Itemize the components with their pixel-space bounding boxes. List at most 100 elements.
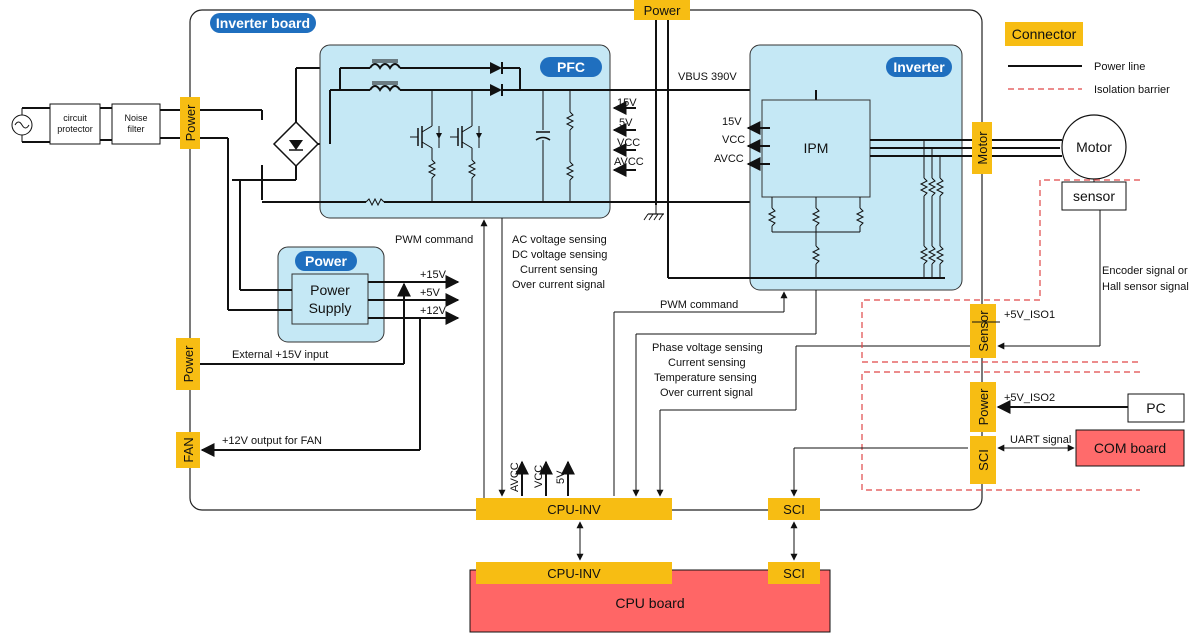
phase-resistor-v1 bbox=[927, 177, 937, 197]
inv-vcc-label: VCC bbox=[722, 134, 745, 146]
phase-resistor-v2 bbox=[927, 245, 937, 265]
circuit-protector-label: circuit bbox=[63, 113, 87, 123]
pfc-title: PFC bbox=[557, 59, 585, 75]
pfc-capacitor-icon bbox=[535, 131, 551, 141]
power-connector-right bbox=[970, 382, 996, 432]
sensor-box bbox=[1061, 181, 1127, 211]
fan-12v-label: +12V output for FAN bbox=[222, 435, 322, 447]
pfc-badge bbox=[540, 57, 602, 77]
sensor-box-label: sensor bbox=[1073, 188, 1115, 204]
com-board-label: COM board bbox=[1094, 440, 1166, 456]
pfc-diode-2 bbox=[490, 84, 502, 96]
phase-resistor-u2 bbox=[919, 245, 929, 265]
cpu-inv-connector-bottom-label: CPU-INV bbox=[547, 566, 601, 581]
inverter-badge bbox=[886, 57, 952, 77]
ipm-block bbox=[761, 99, 871, 198]
sci-connector-bottom bbox=[768, 562, 820, 584]
iso1-label: +5V_ISO1 bbox=[1004, 309, 1055, 321]
fan-connector-label: FAN bbox=[181, 437, 196, 462]
noise-filter-label-2: filter bbox=[127, 124, 144, 134]
sci-connector-right-label: SCI bbox=[976, 449, 991, 471]
power-connector-ext-label: Power bbox=[181, 345, 196, 383]
ps-15v-label: +15V bbox=[420, 269, 447, 281]
power-connector-top-label: Power bbox=[644, 3, 682, 18]
legend-power-line-label: Power line bbox=[1094, 61, 1145, 73]
sensing-pfc-line-2: DC voltage sensing bbox=[512, 249, 607, 261]
power-connector-top bbox=[634, 0, 690, 20]
ipm-shunt-1 bbox=[767, 207, 777, 227]
sensing-inv-line-3: Temperature sensing bbox=[654, 372, 757, 384]
motor-connector-label: Motor bbox=[975, 131, 990, 165]
inv-15v-label: 15V bbox=[722, 116, 742, 128]
legend-connector-label: Connector bbox=[1012, 26, 1077, 42]
power-supply-label: Power bbox=[310, 282, 350, 298]
phase-resistor-w1 bbox=[935, 177, 945, 197]
cpu-avcc-label: AVCC bbox=[509, 462, 521, 492]
power-connector-right-label: Power bbox=[976, 388, 991, 426]
phase-resistor-u1 bbox=[919, 177, 929, 197]
power-supply-block bbox=[291, 273, 369, 325]
pfc-resistor-2 bbox=[467, 159, 477, 179]
pfc-vcc-label: VCC bbox=[617, 137, 640, 149]
pfc-diode-1 bbox=[490, 62, 502, 74]
pfc-resistor-1 bbox=[427, 159, 437, 179]
inverter-title: Inverter bbox=[893, 59, 945, 75]
noise-filter-box bbox=[111, 103, 161, 145]
power-connector-left bbox=[180, 97, 200, 149]
pfc-inductor-2 bbox=[369, 85, 401, 92]
vbus-label: VBUS 390V bbox=[678, 71, 737, 83]
power-connector-ext bbox=[176, 338, 200, 390]
sensing-pfc-line-1: AC voltage sensing bbox=[512, 234, 607, 246]
fan-connector bbox=[176, 432, 200, 468]
pc-label: PC bbox=[1146, 400, 1165, 416]
sci-connector-top bbox=[768, 498, 820, 520]
pfc-divider-resistor-1 bbox=[565, 111, 575, 131]
noise-filter-label: Noise bbox=[124, 113, 147, 123]
power-connector-left-label: Power bbox=[183, 104, 198, 142]
power-module-badge bbox=[295, 251, 357, 271]
sensor-connector bbox=[970, 304, 996, 358]
sensing-pfc-line-3: Current sensing bbox=[520, 264, 598, 276]
cpu-inv-connector-bottom bbox=[476, 562, 672, 584]
pc-box bbox=[1127, 393, 1185, 423]
sensing-pfc-line-4: Over current signal bbox=[512, 279, 605, 291]
pfc-divider-resistor-2 bbox=[565, 161, 575, 181]
pfc-inductor-1 bbox=[369, 63, 401, 70]
sensing-inv-line-4: Over current signal bbox=[660, 387, 753, 399]
ac-wave bbox=[14, 121, 30, 129]
pwm-command-left-label: PWM command bbox=[395, 234, 473, 246]
cpu-board-label: CPU board bbox=[615, 595, 684, 611]
pwm-command-right-label: PWM command bbox=[660, 299, 738, 311]
circuit-protector-label-2: protector bbox=[57, 124, 93, 134]
ipm-shunt-2 bbox=[811, 207, 821, 227]
ext-15v-label: External +15V input bbox=[232, 349, 328, 361]
cpu-inv-connector-top-label: CPU-INV bbox=[547, 502, 601, 517]
ipm-label: IPM bbox=[804, 140, 829, 156]
power-supply-label-2: Supply bbox=[309, 300, 352, 316]
sensor-connector-label: Sensor bbox=[976, 310, 991, 352]
com-board bbox=[1075, 429, 1185, 467]
cpu-5v-label: 5V bbox=[555, 470, 567, 484]
isolation-barrier-1 bbox=[861, 179, 1140, 363]
inverter-board-title: Inverter board bbox=[216, 15, 310, 31]
sci-connector-top-label: SCI bbox=[783, 502, 805, 517]
pfc-shunt-resistor bbox=[365, 197, 385, 207]
sci-connector-bottom-label: SCI bbox=[783, 566, 805, 581]
circuit-protector-box bbox=[49, 103, 101, 145]
encoder-label-1: Encoder signal or bbox=[1102, 265, 1188, 277]
encoder-label-2: Hall sensor signal bbox=[1102, 281, 1189, 293]
pfc-15v-label: 15V bbox=[617, 97, 637, 109]
motor-connector bbox=[972, 122, 992, 174]
phase-resistor-w2 bbox=[935, 245, 945, 265]
ps-5v-label: +5V bbox=[420, 287, 441, 299]
ps-12v-label: +12V bbox=[420, 305, 447, 317]
motor-label: Motor bbox=[1076, 139, 1112, 155]
cpu-vcc-label: VCC bbox=[533, 465, 545, 488]
sci-connector-right bbox=[970, 436, 996, 484]
iso2-label: +5V_ISO2 bbox=[1004, 392, 1055, 404]
inverter-board-badge bbox=[210, 13, 316, 33]
pfc-igbt-1-icon bbox=[410, 125, 442, 149]
cpu-inv-connector-top bbox=[476, 498, 672, 520]
isolation-barrier-2 bbox=[861, 371, 1140, 491]
sensing-inv-line-1: Phase voltage sensing bbox=[652, 342, 763, 354]
